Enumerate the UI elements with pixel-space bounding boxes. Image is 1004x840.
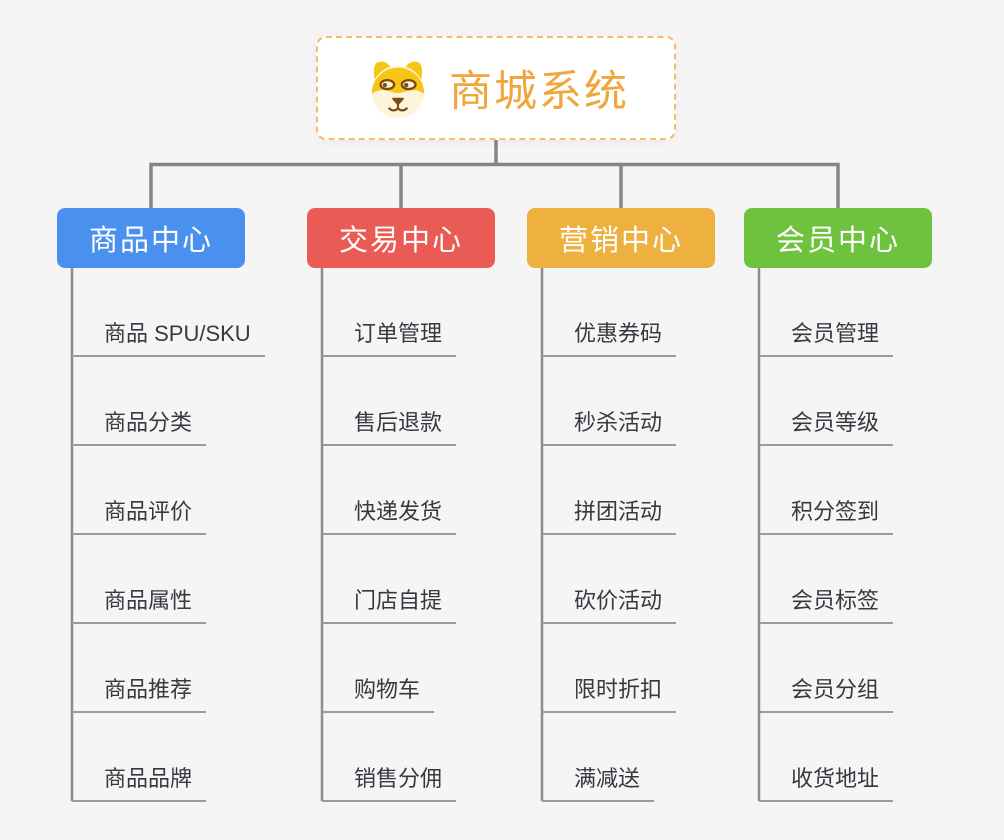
doge-right-eye [400, 78, 417, 91]
tree-connector-lines [149, 140, 840, 208]
branch-node-marketing-center[interactable]: 营销中心 [527, 208, 715, 268]
leaf-topic[interactable]: 会员标签 [759, 580, 894, 624]
root-node[interactable]: 商城系统 [316, 36, 676, 140]
leaf-topic[interactable]: 销售分佣 [322, 758, 457, 802]
doge-left-eye [379, 78, 396, 91]
leaf-topic[interactable]: 限时折扣 [542, 669, 677, 713]
leaf-topic[interactable]: 优惠券码 [542, 313, 677, 357]
leaf-topic[interactable]: 满减送 [542, 758, 655, 802]
branch-node-product-center[interactable]: 商品中心 [57, 208, 245, 268]
leaf-topic[interactable]: 积分签到 [759, 491, 894, 535]
leaf-topic[interactable]: 售后退款 [322, 402, 457, 446]
leaf-topic[interactable]: 商品 SPU/SKU [72, 313, 265, 357]
doge-left-pupil [382, 83, 387, 88]
branch-label: 商品中心 [88, 225, 213, 257]
leaf-topic[interactable]: 商品属性 [72, 580, 207, 624]
branch-label: 会员中心 [775, 225, 900, 257]
leaf-topic[interactable]: 收货地址 [759, 758, 894, 802]
doge-icon [371, 61, 425, 119]
doge-right-pupil [404, 83, 409, 88]
branch-node-trade-center[interactable]: 交易中心 [307, 208, 495, 268]
leaf-topic[interactable]: 门店自提 [322, 580, 457, 624]
leaf-topic[interactable]: 秒杀活动 [542, 402, 677, 446]
leaf-topic[interactable]: 会员管理 [759, 313, 894, 357]
leaf-topic[interactable]: 商品推荐 [72, 669, 207, 713]
doge-mouth [388, 102, 408, 112]
leaf-topic[interactable]: 商品品牌 [72, 758, 207, 802]
leaf-topic[interactable]: 商品评价 [72, 491, 207, 535]
leaf-topic[interactable]: 拼团活动 [542, 491, 677, 535]
leaf-topic[interactable]: 订单管理 [322, 313, 457, 357]
leaf-topic[interactable]: 购物车 [322, 669, 435, 713]
leaf-topic[interactable]: 快递发货 [322, 491, 457, 535]
branch-node-member-center[interactable]: 会员中心 [744, 208, 932, 268]
branch-label: 交易中心 [338, 225, 463, 257]
leaf-topic[interactable]: 砍价活动 [542, 580, 677, 624]
leaf-topic[interactable]: 会员分组 [759, 669, 894, 713]
leaf-topic[interactable]: 商品分类 [72, 402, 207, 446]
doge-nose [392, 97, 404, 106]
leaf-topic[interactable]: 会员等级 [759, 402, 894, 446]
branch-label: 营销中心 [558, 225, 683, 257]
root-title: 商城系统 [449, 68, 629, 116]
